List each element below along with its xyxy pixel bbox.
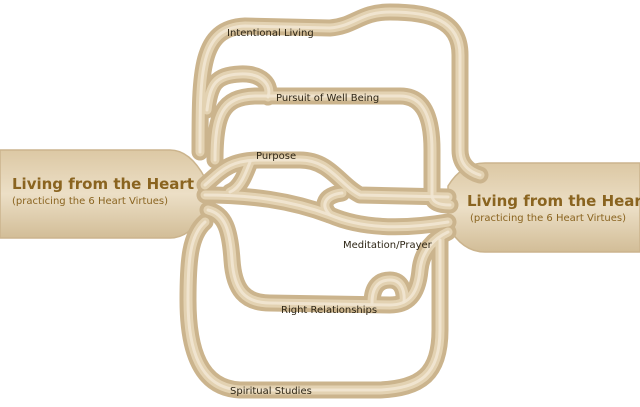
- label-right-relationships: Right Relationships: [281, 305, 377, 316]
- route-meditation-hi: [206, 208, 450, 307]
- right-subtitle: (practicing the 6 Heart Virtues): [470, 213, 626, 224]
- route-relationships-loop-hi: [370, 278, 406, 305]
- right-title: Living from the Heart: [467, 192, 640, 210]
- label-pursuit-of-well-being: Pursuit of Well Being: [276, 93, 379, 104]
- label-purpose: Purpose: [256, 151, 296, 162]
- label-spiritual-studies: Spiritual Studies: [230, 386, 312, 397]
- route-spiritual-studies-hi: [186, 220, 442, 392]
- left-main-pipe: [0, 149, 206, 239]
- left-subtitle: (practicing the 6 Heart Virtues): [12, 196, 168, 207]
- route-cross-2-hi: [323, 191, 344, 217]
- tube-network: [179, 3, 489, 399]
- route-purpose-hi: [203, 158, 450, 199]
- route-pursuit-of-well-being-hi: [213, 94, 452, 207]
- route-purpose-branch-hi: [228, 160, 252, 194]
- label-meditation-prayer: Meditation/Prayer: [343, 240, 433, 251]
- label-intentional-living: Intentional Living: [227, 28, 314, 39]
- left-title: Living from the Heart: [12, 175, 194, 193]
- route-intentional-living-hi: [198, 10, 482, 177]
- route-well-being-loop-hi: [205, 72, 271, 112]
